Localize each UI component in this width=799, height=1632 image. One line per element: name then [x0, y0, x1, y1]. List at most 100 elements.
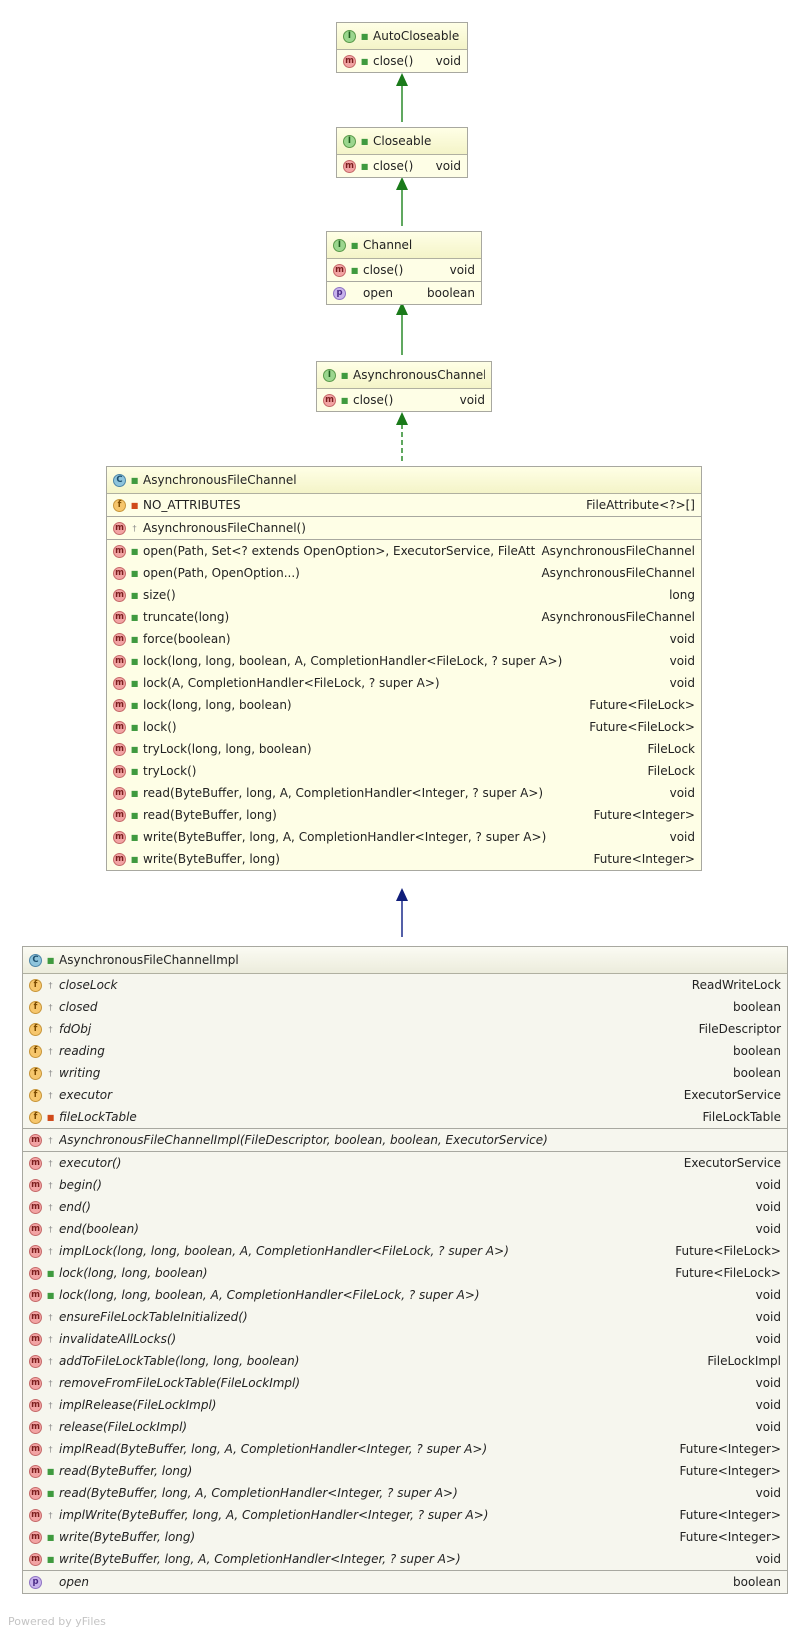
- package-visibility-icon: †: [48, 980, 53, 990]
- method-row[interactable]: m■write(ByteBuffer, long, A, CompletionH…: [107, 826, 701, 848]
- method-row[interactable]: m■close()void: [327, 259, 481, 281]
- method-row[interactable]: m†executor()ExecutorService: [23, 1151, 787, 1174]
- method-row[interactable]: m■lock(A, CompletionHandler<FileLock, ? …: [107, 672, 701, 694]
- member-type: Future<Integer>: [593, 808, 696, 822]
- method-row[interactable]: m■read(ByteBuffer, long, A, CompletionHa…: [107, 782, 701, 804]
- method-row[interactable]: m†invalidateAllLocks()void: [23, 1328, 787, 1350]
- footer-credit: Powered by yFiles: [8, 1615, 106, 1628]
- method-row[interactable]: m†addToFileLockTable(long, long, boolean…: [23, 1350, 787, 1372]
- member-name: removeFromFileLockTable(FileLockImpl): [59, 1376, 301, 1390]
- class-header[interactable]: C■AsynchronousFileChannel: [107, 467, 701, 494]
- method-row[interactable]: m†implWrite(ByteBuffer, long, A, Complet…: [23, 1504, 787, 1526]
- member-name: lock(A, CompletionHandler<FileLock, ? su…: [143, 676, 440, 690]
- public-visibility-icon: ■: [46, 1290, 55, 1300]
- public-visibility-icon: ■: [130, 678, 139, 688]
- member-type: void: [669, 676, 695, 690]
- method-row[interactable]: m†end()void: [23, 1196, 787, 1218]
- method-row[interactable]: m■open(Path, OpenOption...)AsynchronousF…: [107, 562, 701, 584]
- method-row[interactable]: m■open(Path, Set<? extends OpenOption>, …: [107, 539, 701, 562]
- method-row[interactable]: m■write(ByteBuffer, long)Future<Integer>: [107, 848, 701, 870]
- method-row[interactable]: m†ensureFileLockTableInitialized()void: [23, 1306, 787, 1328]
- interface-icon: I: [343, 29, 356, 43]
- member-name: implRead(ByteBuffer, long, A, Completion…: [59, 1442, 488, 1456]
- method-icon: m: [29, 1508, 42, 1522]
- member-type: long: [669, 588, 695, 602]
- member-name: lock(): [143, 720, 177, 734]
- class-header[interactable]: I■Closeable: [337, 128, 467, 155]
- method-row[interactable]: m■close()void: [337, 155, 467, 177]
- public-visibility-icon: ■: [130, 766, 139, 776]
- method-row[interactable]: m†AsynchronousFileChannel(): [107, 516, 701, 539]
- field-icon: f: [29, 1066, 42, 1080]
- method-icon: m: [29, 1310, 42, 1324]
- method-row[interactable]: m†AsynchronousFileChannelImpl(FileDescri…: [23, 1128, 787, 1151]
- method-row[interactable]: m†end(boolean)void: [23, 1218, 787, 1240]
- public-visibility-icon: ■: [360, 161, 369, 171]
- method-row[interactable]: m■close()void: [337, 50, 467, 72]
- method-row[interactable]: m■truncate(long)AsynchronousFileChannel: [107, 606, 701, 628]
- class-name: Channel: [363, 238, 413, 252]
- method-row[interactable]: m■read(ByteBuffer, long)Future<Integer>: [107, 804, 701, 826]
- method-icon: m: [29, 1133, 42, 1147]
- method-row[interactable]: m■tryLock(long, long, boolean)FileLock: [107, 738, 701, 760]
- member-name: release(FileLockImpl): [59, 1420, 188, 1434]
- method-row[interactable]: m■lock(long, long, boolean, A, Completio…: [23, 1284, 787, 1306]
- method-row[interactable]: m■lock(long, long, boolean)Future<FileLo…: [107, 694, 701, 716]
- method-icon: m: [333, 263, 346, 277]
- method-row[interactable]: m†implRead(ByteBuffer, long, A, Completi…: [23, 1438, 787, 1460]
- method-row[interactable]: m†release(FileLockImpl)void: [23, 1416, 787, 1438]
- method-row[interactable]: m■lock(long, long, boolean)Future<FileLo…: [23, 1262, 787, 1284]
- method-row[interactable]: m■force(boolean)void: [107, 628, 701, 650]
- method-icon: m: [29, 1244, 42, 1258]
- method-icon: m: [29, 1288, 42, 1302]
- class-header[interactable]: I■AutoCloseable: [337, 23, 467, 50]
- method-row[interactable]: m■size()long: [107, 584, 701, 606]
- method-row[interactable]: m†begin()void: [23, 1174, 787, 1196]
- class-header[interactable]: I■AsynchronousChannel: [317, 362, 491, 389]
- package-visibility-icon: †: [48, 1334, 53, 1344]
- package-visibility-icon: †: [48, 1246, 53, 1256]
- member-type: AsynchronousFileChannel: [541, 566, 695, 580]
- method-row[interactable]: m † implLock(long, long, boolean, A, Compl…: [23, 1240, 787, 1262]
- field-icon: f: [29, 1000, 42, 1014]
- member-type: FileAttribute<?>[]: [586, 498, 695, 512]
- class-header[interactable]: C■AsynchronousFileChannelImpl: [23, 947, 787, 974]
- method-icon: m: [113, 588, 126, 602]
- member-type: void: [755, 1552, 781, 1566]
- method-row[interactable]: m■write(ByteBuffer, long, A, CompletionH…: [23, 1548, 787, 1570]
- method-row[interactable]: m†removeFromFileLockTable(FileLockImpl)v…: [23, 1372, 787, 1394]
- method-row[interactable]: m■write(ByteBuffer, long)Future<Integer>: [23, 1526, 787, 1548]
- package-visibility-icon: †: [48, 1422, 53, 1432]
- public-visibility-icon: ■: [340, 370, 349, 380]
- method-row[interactable]: m■tryLock()FileLock: [107, 760, 701, 782]
- method-row[interactable]: m■close()void: [317, 389, 491, 411]
- method-row[interactable]: m■lock(long, long, boolean, A, Completio…: [107, 650, 701, 672]
- member-name: truncate(long): [143, 610, 230, 624]
- method-icon: m: [29, 1420, 42, 1434]
- method-row[interactable]: m■read(ByteBuffer, long)Future<Integer>: [23, 1460, 787, 1482]
- method-row[interactable]: m■read(ByteBuffer, long, A, CompletionHa…: [23, 1482, 787, 1504]
- class-header[interactable]: I■Channel: [327, 232, 481, 259]
- method-row[interactable]: m†implRelease(FileLockImpl)void: [23, 1394, 787, 1416]
- method-row[interactable]: m■lock()Future<FileLock>: [107, 716, 701, 738]
- field-icon: f: [29, 1110, 42, 1124]
- member-name: implLock(long, long, boolean, A, Complet…: [59, 1244, 509, 1258]
- method-icon: m: [29, 1376, 42, 1390]
- package-visibility-icon: †: [48, 1046, 53, 1056]
